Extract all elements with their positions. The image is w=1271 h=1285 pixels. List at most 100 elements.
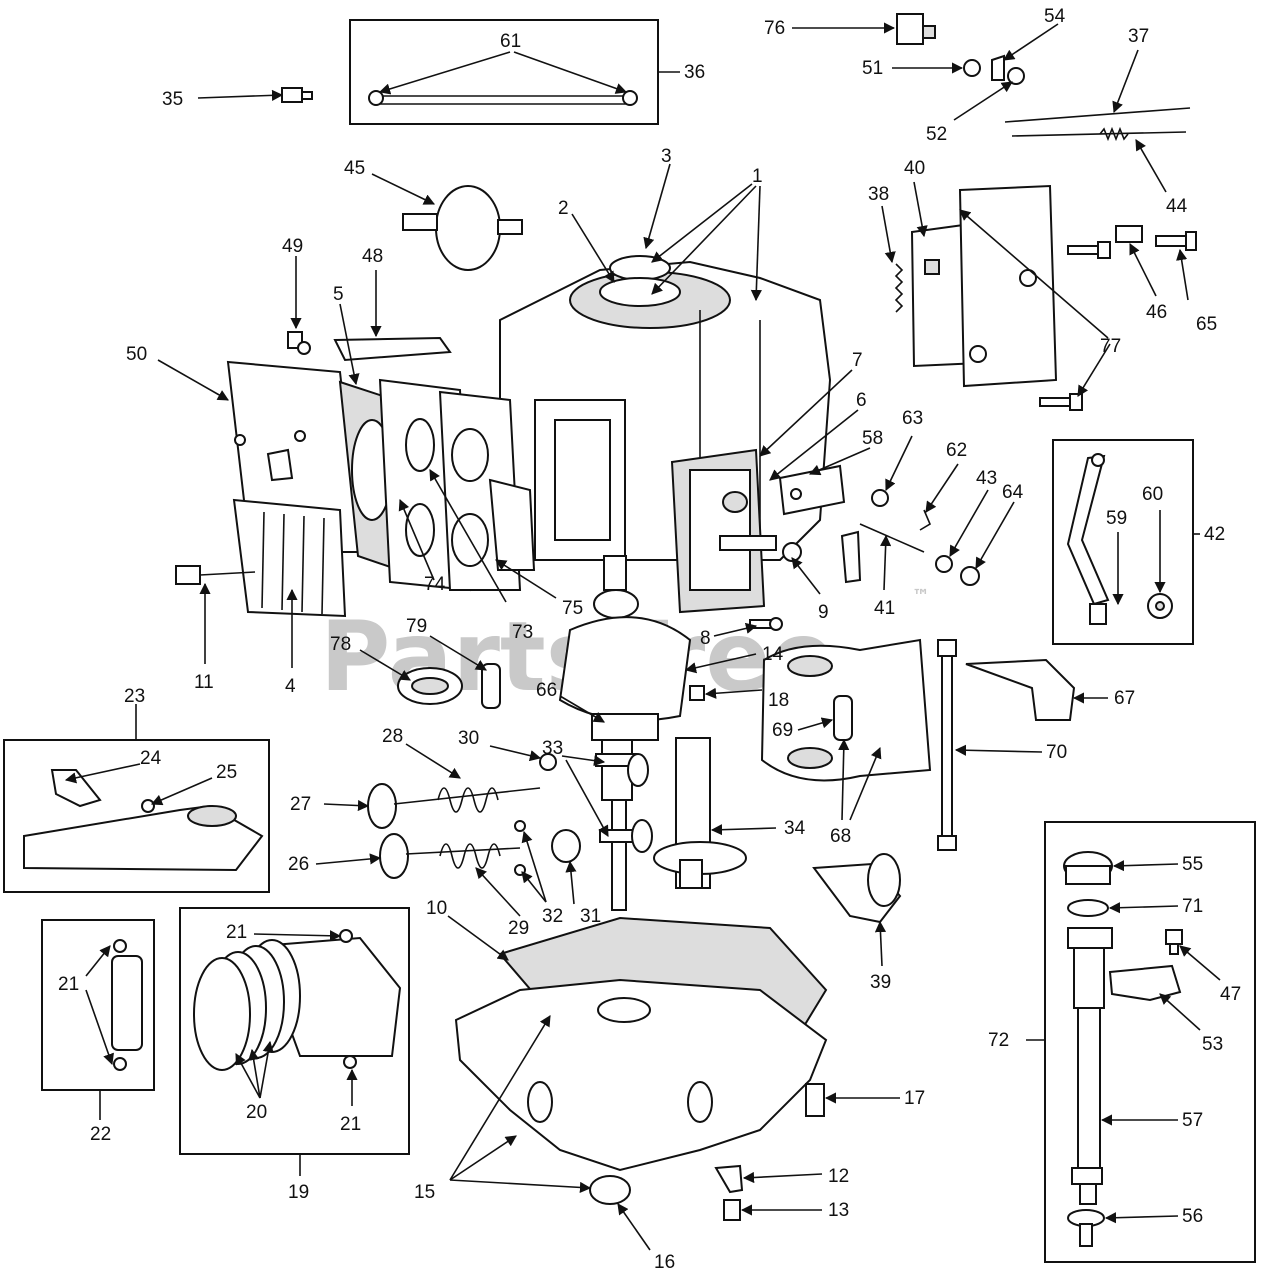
box-42 bbox=[1052, 439, 1194, 645]
callout-3: 3 bbox=[661, 146, 672, 167]
callout-33: 33 bbox=[542, 738, 563, 759]
part-48-cover bbox=[333, 336, 452, 362]
callout-40: 40 bbox=[904, 158, 925, 179]
callout-31: 31 bbox=[580, 906, 601, 927]
callout-5: 5 bbox=[333, 284, 344, 305]
callout-19: 19 bbox=[288, 1182, 309, 1203]
callout-18: 18 bbox=[768, 690, 789, 711]
callout-77: 77 bbox=[1100, 336, 1121, 357]
callout-65: 65 bbox=[1196, 314, 1217, 335]
part-40-control-plate bbox=[910, 184, 1058, 388]
callout-67: 67 bbox=[1114, 688, 1135, 709]
callout-38: 38 bbox=[868, 184, 889, 205]
callout-41: 41 bbox=[874, 598, 895, 619]
box-22 bbox=[41, 919, 155, 1091]
part-34-camshaft bbox=[653, 737, 747, 889]
callout-35: 35 bbox=[162, 89, 183, 110]
part-77-screw-a bbox=[1067, 241, 1111, 259]
callout-58: 58 bbox=[862, 428, 883, 449]
callout-10: 10 bbox=[426, 898, 447, 919]
callout-20: 20 bbox=[246, 1102, 267, 1123]
part-17-plug bbox=[805, 1083, 825, 1117]
part-66-gear bbox=[591, 713, 659, 741]
callout-49: 49 bbox=[282, 236, 303, 257]
part-7-breather bbox=[670, 448, 802, 614]
part-41-governor-shaft bbox=[840, 523, 925, 584]
part-64-nut bbox=[960, 566, 980, 586]
part-19-piston bbox=[193, 929, 402, 1071]
part-11-bolt bbox=[175, 565, 256, 585]
callout-15: 15 bbox=[414, 1182, 435, 1203]
part-43-washer bbox=[935, 555, 953, 573]
callout-6: 6 bbox=[856, 390, 867, 411]
part-18-key bbox=[689, 685, 705, 701]
callout-29: 29 bbox=[508, 918, 529, 939]
leader-lines bbox=[64, 22, 1221, 1251]
callout-50: 50 bbox=[126, 344, 147, 365]
part-45-fuel-filter bbox=[402, 185, 523, 271]
callout-24: 24 bbox=[140, 748, 162, 769]
callout-21-top: 21 bbox=[226, 922, 247, 943]
part-12-elbow bbox=[714, 1164, 744, 1194]
callout-71: 71 bbox=[1182, 896, 1203, 917]
callout-54: 54 bbox=[1044, 6, 1066, 27]
callout-21-left: 21 bbox=[58, 974, 79, 995]
part-16-seal bbox=[589, 1175, 631, 1205]
engine-block bbox=[499, 255, 832, 561]
trademark: ™ bbox=[912, 586, 930, 607]
part-70-bolt bbox=[937, 639, 957, 851]
cylinder-head-50 bbox=[226, 360, 362, 618]
part-31-retainer bbox=[551, 829, 581, 863]
callout-labels: 35 61 36 76 51 54 52 37 44 45 3 2 1 49 4… bbox=[58, 6, 1241, 1273]
part-54-clip bbox=[991, 54, 1005, 81]
callout-62: 62 bbox=[946, 440, 967, 461]
part-35-fitting bbox=[281, 87, 313, 103]
part-79-pin bbox=[481, 663, 501, 709]
callout-45: 45 bbox=[344, 158, 365, 179]
part-8-screw bbox=[749, 617, 783, 631]
part-62-clip bbox=[919, 509, 932, 531]
callout-2: 2 bbox=[558, 198, 569, 219]
part-13-plug bbox=[723, 1199, 741, 1221]
callout-73: 73 bbox=[512, 622, 533, 643]
part-44-spring bbox=[1011, 126, 1187, 142]
part-28-spring bbox=[437, 787, 499, 813]
callout-16: 16 bbox=[654, 1252, 675, 1273]
callout-32: 32 bbox=[542, 906, 563, 927]
part-22-wrist-pin bbox=[111, 939, 143, 1071]
callout-55: 55 bbox=[1182, 854, 1203, 875]
callout-25: 25 bbox=[216, 762, 237, 783]
callout-9: 9 bbox=[818, 602, 829, 623]
callout-63: 63 bbox=[902, 408, 923, 429]
part-30-retainer bbox=[539, 753, 557, 771]
callout-79: 79 bbox=[406, 616, 427, 637]
callout-4: 4 bbox=[285, 676, 296, 697]
part-63-washer bbox=[871, 489, 889, 507]
part-23-rod-assembly bbox=[23, 769, 264, 872]
callout-53: 53 bbox=[1202, 1034, 1223, 1055]
cylinder-head-73 bbox=[378, 378, 536, 592]
callout-28: 28 bbox=[382, 726, 403, 747]
callout-76: 76 bbox=[764, 18, 785, 39]
callout-12: 12 bbox=[828, 1166, 849, 1187]
part-69-pin bbox=[833, 695, 853, 741]
callout-70: 70 bbox=[1046, 742, 1067, 763]
part-65-screw bbox=[1155, 231, 1197, 251]
part-42-lever bbox=[1066, 453, 1173, 625]
sump-cover bbox=[454, 978, 828, 1172]
callout-7: 7 bbox=[852, 350, 863, 371]
part-29-spring bbox=[439, 843, 501, 869]
callout-42: 42 bbox=[1204, 524, 1225, 545]
callout-64: 64 bbox=[1002, 482, 1024, 503]
callout-44: 44 bbox=[1166, 196, 1188, 217]
callout-66: 66 bbox=[536, 680, 557, 701]
callout-27: 27 bbox=[290, 794, 311, 815]
part-72-dipstick-assembly bbox=[1063, 851, 1113, 1247]
callout-72: 72 bbox=[988, 1030, 1009, 1051]
part-49-screw bbox=[287, 331, 311, 355]
callout-43: 43 bbox=[976, 468, 997, 489]
callout-59: 59 bbox=[1106, 508, 1127, 529]
callout-21-bottom: 21 bbox=[340, 1114, 361, 1135]
